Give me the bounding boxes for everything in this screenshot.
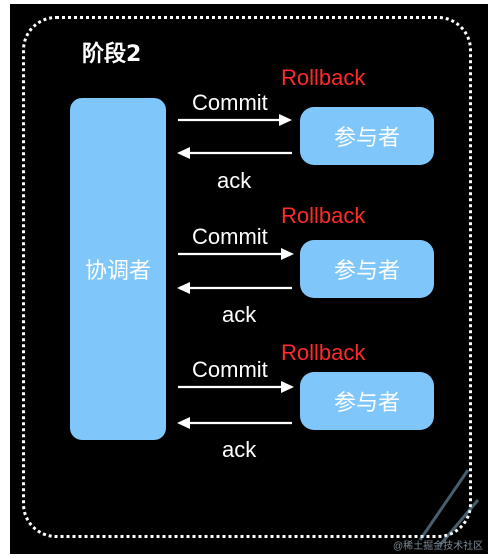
rollback-label-2: Rollback <box>281 203 366 228</box>
ack-arrowhead-3 <box>177 417 190 429</box>
participant-box-2: 参与者 <box>300 240 434 298</box>
ack-label-2: ack <box>222 302 257 327</box>
ack-arrowhead-2 <box>177 282 190 294</box>
participant-box-3: 参与者 <box>300 372 434 430</box>
participant-label-1: 参与者 <box>333 126 400 151</box>
ack-label-1: ack <box>217 168 252 193</box>
watermark-text: @稀土掘金技术社区 <box>393 541 484 552</box>
rollback-label-3: Rollback <box>281 340 366 365</box>
commit-label-1: Commit <box>192 90 268 115</box>
commit-arrowhead-3 <box>281 381 294 393</box>
participant-box-1: 参与者 <box>300 107 434 165</box>
stage-title: 阶段2 <box>82 42 142 67</box>
participant-label-3: 参与者 <box>333 391 400 416</box>
watermark-stroke-icon <box>418 469 480 546</box>
commit-arrowhead-1 <box>279 114 292 126</box>
commit-arrowhead-2 <box>281 248 294 260</box>
participant-label-2: 参与者 <box>333 259 400 284</box>
coordinator-label: 协调者 <box>84 259 151 284</box>
ack-label-3: ack <box>222 437 257 462</box>
rollback-label-1: Rollback <box>281 65 366 90</box>
commit-label-3: Commit <box>192 357 268 382</box>
stage-frame <box>22 16 472 538</box>
coordinator-box: 协调者 <box>70 98 166 440</box>
ack-arrowhead-1 <box>177 147 190 159</box>
commit-label-2: Commit <box>192 224 268 249</box>
